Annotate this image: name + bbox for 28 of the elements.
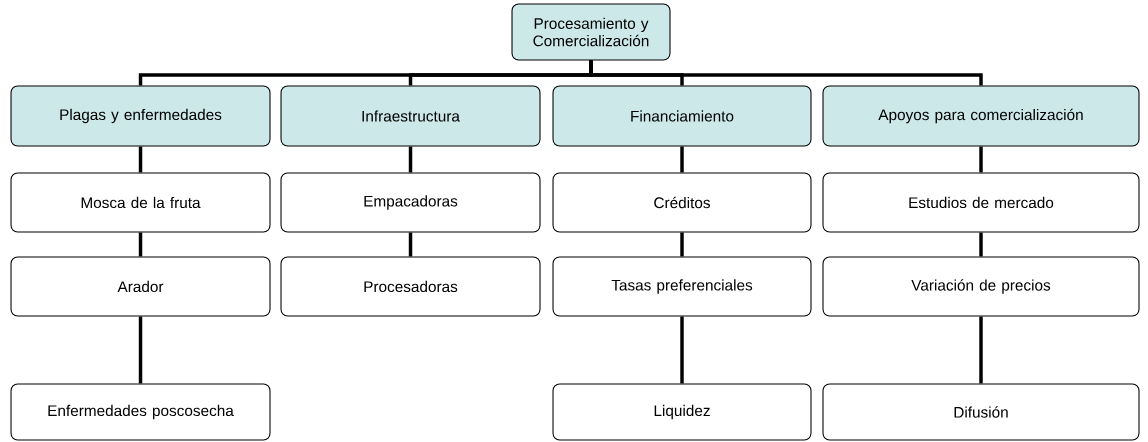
item-box: Empacadoras [280,172,541,233]
connector-line [138,232,143,257]
category-box: Apoyos para comercialización [822,85,1140,147]
connector-line [138,146,143,173]
connector-line [979,232,983,257]
connector-line [408,232,413,257]
category-box: Plagas y enfermedades [10,85,271,147]
item-box: Procesadoras [280,256,541,317]
connector-line [979,146,983,173]
connector-line [408,146,413,173]
connector-line [979,316,983,384]
item-box: Mosca de la fruta [10,172,271,233]
item-box: Variación de precios [822,256,1140,317]
connector-line [680,232,684,257]
root-box: Procesamiento y Comercialización [511,3,671,61]
item-box: Enfermedades poscosecha [10,383,271,441]
item-box: Créditos [552,172,812,233]
connector-line [680,316,684,384]
item-box: Estudios de mercado [822,172,1140,233]
connector-line [680,146,684,173]
connector-line [138,316,143,384]
item-box: Tasas preferenciales [552,256,812,317]
item-box: Liquidez [552,383,812,441]
category-box: Financiamiento [552,85,812,147]
item-box: Arador [10,256,271,317]
category-box: Infraestructura [280,85,541,147]
item-box: Difusión [822,383,1140,441]
connector-line [589,60,983,86]
